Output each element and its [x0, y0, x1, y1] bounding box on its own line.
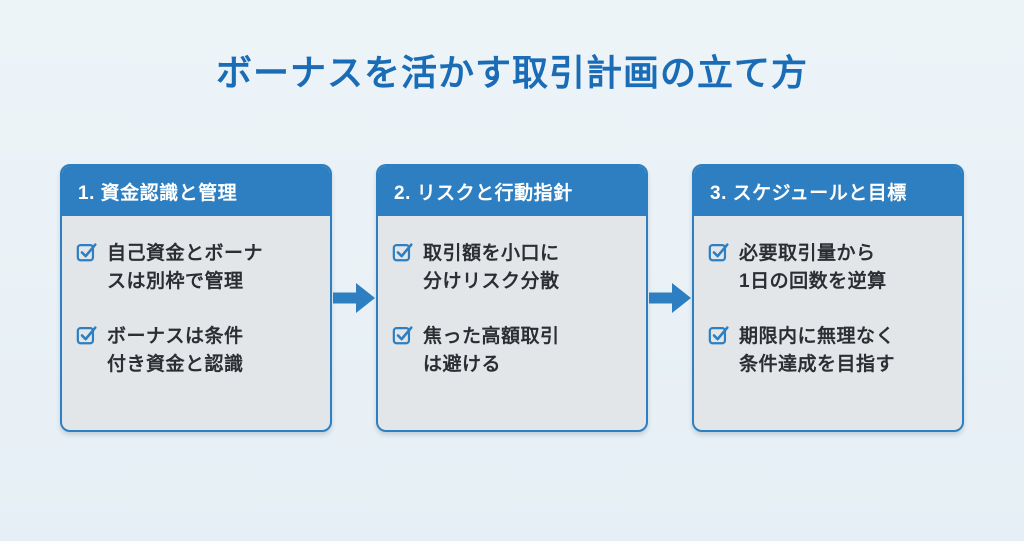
list-item-text: 焦った高額取引 は避ける [423, 326, 560, 375]
step-card-3: 3. スケジュールと目標 必要取引量から 1日の回数を逆算 [692, 164, 964, 432]
checked-checkbox-icon [76, 324, 98, 351]
arrow-right-icon [331, 280, 377, 316]
step-card-2-body: 取引額を小口に 分けリスク分散 焦った高額取引 は避ける [378, 216, 646, 430]
page-title: ボーナスを活かす取引計画の立て方 [215, 52, 808, 93]
list-item: 必要取引量から 1日の回数を逆算 [708, 240, 948, 295]
checked-checkbox-icon [392, 241, 414, 268]
list-item-text: 取引額を小口に 分けリスク分散 [423, 243, 560, 292]
list-item: 期限内に無理なく 条件達成を目指す [708, 323, 948, 378]
flow-diagram: 1. 資金認識と管理 自己資金とボーナ スは別枠で管理 [0, 164, 1024, 432]
step-card-1-title: 1. 資金認識と管理 [62, 166, 330, 216]
step-card-2: 2. リスクと行動指針 取引額を小口に 分けリスク分散 [376, 164, 648, 432]
step-card-3-title: 3. スケジュールと目標 [694, 166, 962, 216]
checked-checkbox-icon [76, 241, 98, 268]
list-item: 取引額を小口に 分けリスク分散 [392, 240, 632, 295]
list-item-text: 期限内に無理なく 条件達成を目指す [739, 326, 896, 375]
arrow-right-icon [647, 280, 693, 316]
step-card-1: 1. 資金認識と管理 自己資金とボーナ スは別枠で管理 [60, 164, 332, 432]
list-item: 自己資金とボーナ スは別枠で管理 [76, 240, 316, 295]
list-item-text: ボーナスは条件 付き資金と認識 [107, 326, 244, 375]
step-card-2-title: 2. リスクと行動指針 [378, 166, 646, 216]
step-card-3-body: 必要取引量から 1日の回数を逆算 期限内に無理なく 条件達成を目指す [694, 216, 962, 430]
step-card-1-body: 自己資金とボーナ スは別枠で管理 ボーナスは条件 付き資金と認識 [62, 216, 330, 430]
checked-checkbox-icon [392, 324, 414, 351]
list-item-text: 必要取引量から 1日の回数を逆算 [739, 243, 887, 292]
list-item-text: 自己資金とボーナ スは別枠で管理 [107, 243, 264, 292]
list-item: 焦った高額取引 は避ける [392, 323, 632, 378]
checked-checkbox-icon [708, 241, 730, 268]
list-item: ボーナスは条件 付き資金と認識 [76, 323, 316, 378]
checked-checkbox-icon [708, 324, 730, 351]
